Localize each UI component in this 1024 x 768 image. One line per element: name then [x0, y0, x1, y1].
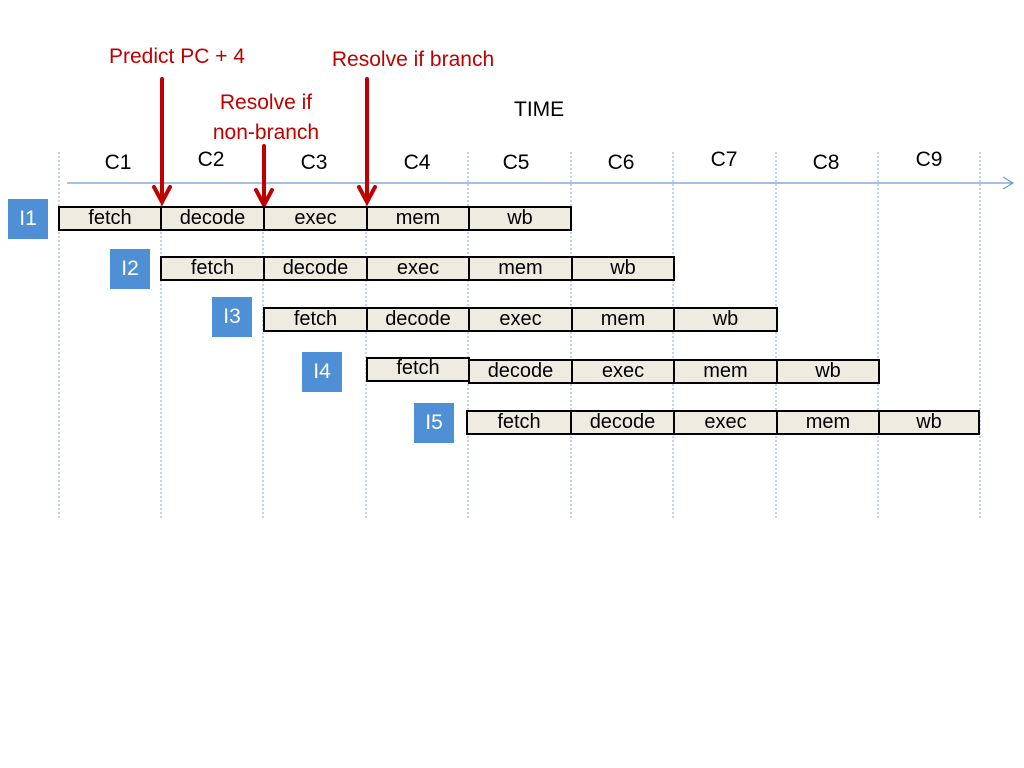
resolve-branch-annotation: Resolve if branch	[331, 48, 495, 71]
stage-exec: exec	[468, 307, 573, 332]
predict-pc-annotation: Predict PC + 4	[109, 45, 245, 68]
instruction-label-i5: I5	[414, 403, 454, 443]
instruction-label-i2: I2	[110, 249, 150, 289]
stage-fetch: fetch	[263, 307, 368, 332]
stage-mem: mem	[776, 410, 880, 435]
stage-decode: decode	[570, 410, 675, 435]
stage-wb: wb	[878, 410, 980, 435]
stage-exec: exec	[366, 256, 470, 281]
stage-mem: mem	[673, 359, 778, 384]
resolve-branch-arrowhead	[357, 185, 377, 207]
stage-exec: exec	[571, 359, 675, 384]
instruction-label-i4: I4	[302, 352, 342, 392]
stage-mem: mem	[468, 256, 573, 281]
cycle-label-c4: C4	[403, 151, 431, 174]
annotation-arrows	[152, 77, 377, 210]
stage-exec: exec	[673, 410, 778, 435]
stage-wb: wb	[673, 307, 778, 332]
cycle-label-c7: C7	[710, 148, 738, 171]
stage-wb: wb	[776, 359, 880, 384]
stage-decode: decode	[160, 206, 265, 231]
stage-decode: decode	[468, 359, 573, 384]
time-label: TIME	[514, 98, 565, 121]
cycle-label-c8: C8	[812, 151, 840, 174]
cycle-label-c2: C2	[197, 148, 225, 171]
time-axis-arrowhead	[1002, 176, 1015, 190]
predict-arrowhead	[152, 185, 172, 207]
cycle-label-c1: C1	[104, 151, 132, 174]
stage-decode: decode	[366, 307, 470, 332]
cycle-label-c3: C3	[300, 151, 328, 174]
stage-wb: wb	[468, 206, 572, 231]
cycle-label-c6: C6	[607, 151, 635, 174]
stage-wb: wb	[571, 256, 675, 281]
instruction-label-i3: I3	[212, 297, 252, 337]
time-axis	[67, 176, 1015, 190]
stage-exec: exec	[263, 206, 368, 231]
instruction-label-i1: I1	[8, 199, 48, 239]
resolve-nonbranch-line2: non-branch	[212, 121, 320, 144]
stage-fetch: fetch	[466, 410, 572, 435]
cycle-label-c5: C5	[502, 151, 530, 174]
cycle-label-c9: C9	[915, 148, 943, 171]
stage-fetch: fetch	[160, 256, 265, 281]
stage-mem: mem	[571, 307, 675, 332]
stage-decode: decode	[263, 256, 368, 281]
resolve-nonbranch-line1: Resolve if	[219, 91, 313, 114]
stage-mem: mem	[366, 206, 470, 231]
stage-fetch: fetch	[58, 206, 162, 231]
resolve-nonbranch-annotation: Resolve if non-branch	[196, 88, 336, 148]
resolve-nonbranch-arrowhead	[254, 188, 274, 210]
stage-fetch: fetch	[366, 357, 470, 382]
